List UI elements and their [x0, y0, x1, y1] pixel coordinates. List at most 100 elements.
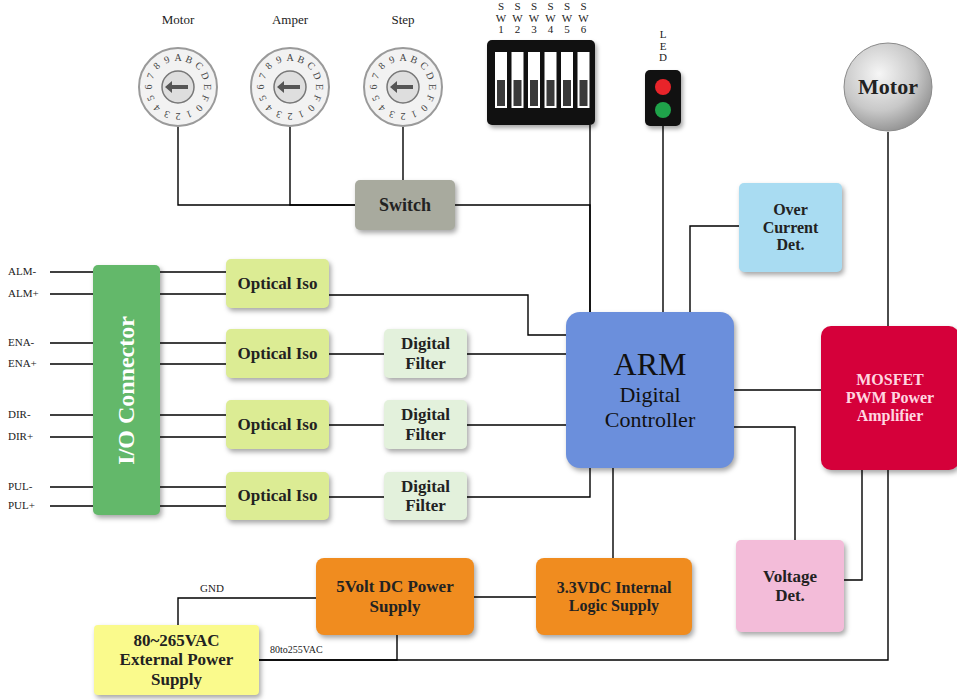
dip-label: S W 5: [562, 1, 573, 36]
signal-wire: [178, 598, 316, 625]
signal-wire: [467, 353, 566, 354]
dial-digit: 2: [401, 111, 406, 121]
detector-box: Over Current Det.: [739, 183, 842, 272]
dial-digit: E: [202, 84, 212, 90]
box-label: Over Current Det.: [749, 201, 832, 255]
green-lamp: [655, 102, 671, 118]
dial-arrow: [390, 81, 413, 93]
amplifier-box: MOSFET PWM Power Amplifier: [821, 326, 957, 470]
box-label: Optical Iso: [238, 344, 318, 363]
switch-heading: Motor: [162, 13, 195, 28]
dip-toggle: [530, 80, 538, 106]
dip-slot: [578, 52, 590, 108]
dial-digit: E: [427, 84, 437, 90]
dip-toggle: [580, 80, 588, 106]
dip-label: S W 2: [512, 1, 523, 36]
pin-name: ALM-: [8, 266, 36, 277]
signal-wire: [734, 389, 821, 390]
switch-heading: Amper: [272, 13, 308, 28]
box-label: Optical Iso: [238, 274, 318, 293]
motor-body: [844, 43, 932, 131]
box-label: 3.3VDC Internal Logic Supply: [552, 579, 676, 615]
pin-name: PUL-: [8, 481, 32, 492]
dial-digit: 2: [176, 111, 181, 121]
dial-knob: [162, 71, 194, 103]
box-label: Optical Iso: [238, 486, 318, 505]
signal-wire: [455, 205, 590, 312]
box-label: Optical Iso: [238, 415, 318, 434]
dip-label: S W 3: [529, 1, 540, 36]
signal-wire: [160, 271, 226, 272]
signal-wire: [690, 226, 739, 312]
external-supply-box: 80~265VAC External Power Supply: [94, 625, 259, 695]
io-connector: I/O Connector: [93, 265, 160, 515]
motor: Motor: [843, 42, 933, 132]
signal-wire: [160, 436, 226, 437]
pin-name: ALM+: [8, 288, 39, 299]
signal-wire: [329, 496, 384, 497]
box-label: ARM: [614, 347, 687, 383]
pin-name: DIR-: [8, 409, 31, 420]
dial-digit: A: [399, 53, 406, 63]
box-label: Digital Filter: [390, 477, 461, 515]
dip-toggle: [514, 80, 522, 106]
signal-wire: [160, 505, 226, 506]
dip-toggle: [547, 80, 555, 106]
pin-lead: [50, 505, 93, 506]
signal-wire: [662, 126, 663, 312]
signal-wire: [612, 468, 613, 558]
pin-lead: [50, 436, 93, 437]
switch-heading: Step: [391, 13, 414, 28]
signal-wire: [160, 486, 226, 487]
dial-digit: 2: [288, 111, 293, 121]
dip-switch: S W 1S W 2S W 3S W 4S W 5S W 6: [487, 40, 595, 125]
pin-lead: [50, 271, 93, 272]
dial-digit: 6: [369, 85, 379, 90]
signal-wire: [160, 293, 226, 294]
pin-lead: [50, 414, 93, 415]
dip-slot: [561, 52, 573, 108]
dial-knob: [274, 71, 306, 103]
signal-wire: [844, 470, 862, 580]
signal-wire: [467, 424, 566, 425]
dial-face: [251, 48, 329, 126]
detector-box: Voltage Det.: [736, 540, 844, 632]
signal-wire: [160, 342, 226, 343]
isolator-box: Optical Iso: [226, 400, 329, 448]
dial-digit: A: [286, 53, 293, 63]
signal-wire: [329, 424, 384, 425]
dip-label: S W 1: [496, 1, 507, 36]
switch-box: Switch: [355, 180, 455, 230]
filter-box: Digital Filter: [384, 472, 467, 520]
box-label: MOSFET PWM Power Amplifier: [843, 371, 937, 425]
dial-digit: A: [174, 53, 181, 63]
status-led: L E D: [645, 70, 681, 126]
box-label: 5Volt DC Power Supply: [334, 577, 456, 615]
dip-slot: [545, 52, 557, 108]
pin-lead: [50, 363, 93, 364]
signal-wire: [160, 363, 226, 364]
pin-name: PUL+: [8, 500, 35, 511]
signal-wire: [329, 353, 384, 354]
signal-wire: [259, 635, 397, 660]
signal-wire: [259, 470, 888, 660]
dial-face: [364, 48, 442, 126]
pin-lead: [50, 486, 93, 487]
signal-wire: [887, 132, 888, 326]
dial-face: [139, 48, 217, 126]
dip-label: S W 4: [545, 1, 556, 36]
box-label: Digital Controller: [574, 383, 726, 432]
signal-wire: [589, 125, 590, 312]
wire-label: 80to255VAC: [268, 644, 325, 655]
box-label: Digital Filter: [390, 405, 461, 443]
box-label: Digital Filter: [390, 334, 461, 372]
red-lamp: [655, 79, 671, 95]
isolator-box: Optical Iso: [226, 472, 329, 520]
pin-name: ENA-: [8, 337, 34, 348]
signal-wire: [467, 468, 590, 497]
signal-wire: [290, 127, 355, 205]
dial-arrow: [277, 81, 300, 93]
dial-digit: 6: [256, 85, 266, 90]
box-label: Switch: [379, 195, 431, 215]
